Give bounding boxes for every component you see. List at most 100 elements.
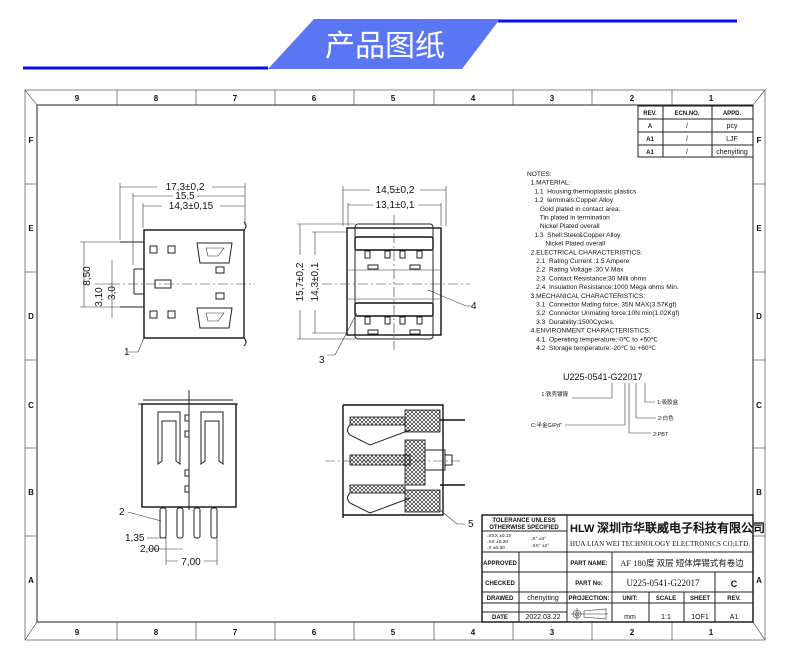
section-view: 5 [325, 404, 474, 530]
part-name-label: PART NAME: [570, 561, 607, 567]
zone-row: C [756, 401, 762, 410]
zone-col: 5 [391, 628, 396, 637]
zone-row: F [29, 136, 34, 145]
appd-cell: chenyiting [716, 149, 748, 156]
note-line: NOTES: [527, 171, 552, 178]
part-code-label: 1:吸胶盒 [657, 398, 679, 406]
zone-col: 9 [75, 94, 80, 103]
dim-center-offset: 3,10 [94, 287, 105, 307]
tolerance-value: .XX ±0.20 [487, 539, 508, 545]
part-code-label: 2:PBT [653, 432, 669, 438]
part-code-label: C:半金G/Pd" [531, 421, 562, 429]
tolerance-value: .X° ±3° [531, 536, 546, 542]
dim-front-inner-height: 14,3±0,1 [310, 262, 321, 301]
part-no-label: PART No: [575, 581, 603, 587]
zone-row: E [28, 224, 34, 233]
appd-cell: LJF [726, 136, 738, 143]
part-code-breakdown: U225-0541-G22017 1:铁壳镀镍 C:半金G/Pd" 2:PBT … [531, 372, 679, 438]
column-labels-top: 9 8 7 6 5 4 3 2 1 [75, 94, 714, 103]
dim-pin-pitch: 2,00 [140, 544, 160, 555]
drawing-frame: 9 8 7 6 5 4 3 2 1 9 8 7 6 5 4 3 2 1 F E … [24, 89, 766, 641]
date-label: DATE [492, 615, 508, 621]
zone-row: D [28, 312, 34, 321]
dim-overall-length: 17,3±0,2 [166, 182, 205, 193]
dim-front-inner-width: 13,1±0,1 [376, 200, 415, 211]
zone-row: A [756, 576, 762, 585]
note-line: 4.ENVIRONMENT CHARACTERISTICS: [527, 328, 651, 335]
ecn-header: ECN.NO. [674, 111, 699, 117]
appd-cell: pcy [727, 123, 738, 130]
note-line: 3.2 Connector Unmating force:10N min(1.0… [527, 310, 679, 317]
note-line: Nickel Plated overall [527, 223, 600, 230]
drawed-label: DRAWED [487, 596, 514, 602]
tolerance-value: .XXX ±0.10 [487, 533, 512, 539]
tolerance-title: OTHERWISE SPECIFIED [489, 525, 559, 531]
part-code-label: 2:白色 [658, 414, 674, 422]
unit-label: UNIT: [622, 596, 637, 602]
rev-cell: A1 [646, 150, 654, 156]
zone-row: C [28, 401, 34, 410]
rev-value: A1 [730, 614, 739, 621]
note-line: 2.4 Insulation Resistance:1000 Mega ohms… [527, 284, 679, 291]
dim-front-width: 14,5±0,2 [376, 185, 415, 196]
ecn-cell: / [686, 149, 688, 156]
zone-row: F [757, 136, 762, 145]
part-code-label: 1:铁壳镀镍 [541, 390, 568, 398]
tolerance-title: TOLERANCE UNLESS [492, 518, 555, 524]
front-view: 14,5±0,2 13,1±0,1 15,7±0,2 14,3±0,1 3 4 [294, 184, 477, 366]
note-line: 1.1 Housing:thermoplastic plastics [527, 188, 637, 195]
note-line: 4.2 Storage temperature:-20℃ to +60℃ [527, 345, 657, 352]
zone-col: 1 [709, 94, 714, 103]
ecn-cell: / [686, 136, 688, 143]
unit-value: mm [624, 614, 636, 621]
note-line: 2.2 Rating Voltage :30 V Max [527, 267, 624, 274]
zone-row: E [756, 224, 762, 233]
zone-col: 6 [312, 94, 317, 103]
balloon-1: 1 [124, 347, 130, 358]
note-line: Nickel Plated overall [527, 241, 606, 248]
zone-col: 4 [471, 94, 476, 103]
zone-col: 3 [550, 94, 555, 103]
date-value: 2022.03.22 [525, 614, 560, 621]
revision-table: REV. ECN.NO. APPD. A / pcy A1 / LJF A1 /… [637, 105, 754, 158]
sheet-label: SHEET [690, 596, 710, 602]
zone-row: B [28, 488, 34, 497]
dim-length: 15,5 [175, 191, 195, 202]
rev-header: REV. [643, 111, 657, 117]
part-code: U225-0541-G22017 [563, 372, 643, 382]
zone-col: 7 [233, 628, 238, 637]
zone-col: 9 [75, 628, 80, 637]
column-labels-bottom: 9 8 7 6 5 4 3 2 1 [75, 628, 714, 637]
zone-col: 2 [630, 628, 635, 637]
note-line: 1.2 terminals:Copper Alloy [527, 197, 614, 204]
balloon-3: 3 [319, 355, 325, 366]
note-line: 3.1 Connector Mating force: 35N MAX(3.57… [527, 302, 677, 309]
zone-col: 4 [471, 628, 476, 637]
appd-header: APPD. [723, 111, 742, 117]
rev-cell: A [648, 124, 653, 130]
note-line: 1.MATERIAL: [527, 180, 571, 187]
rev-label: REV. [727, 596, 741, 602]
checked-label: CHECKED [485, 581, 515, 587]
note-line: Gold plated in contact area: [527, 206, 621, 213]
dim-pin-width: 1,35 [125, 533, 145, 544]
rear-view: 1,35 2,00 7,00 2 [119, 390, 238, 568]
part-name: AF 180度 双层 短体焊锡式有卷边 [620, 558, 744, 568]
part-number: U225-0541-G22017 [627, 578, 700, 588]
company-logo: HLW [570, 523, 595, 535]
zone-col: 6 [312, 628, 317, 637]
banner-title: 产品图纸 [325, 29, 445, 64]
zone-col: 7 [233, 94, 238, 103]
rev-cell: A1 [646, 137, 654, 143]
row-labels-right: F E D C B A [756, 136, 762, 585]
note-line: 3.MECHANICAL CHARACTERISTICS: [527, 293, 645, 300]
approved-label: APPROVED [483, 561, 517, 567]
zone-row: B [756, 488, 762, 497]
notes-block: NOTES: 1.MATERIAL: 1.1 Housing:thermopla… [527, 171, 679, 352]
note-line: 2.1 Rating Current :1.5 Ampere [527, 258, 630, 265]
dim-pin-span: 7,00 [181, 557, 201, 568]
balloon-5: 5 [468, 519, 474, 530]
tolerance-value: .X ±0.30 [487, 545, 505, 551]
balloon-2: 2 [119, 507, 125, 518]
